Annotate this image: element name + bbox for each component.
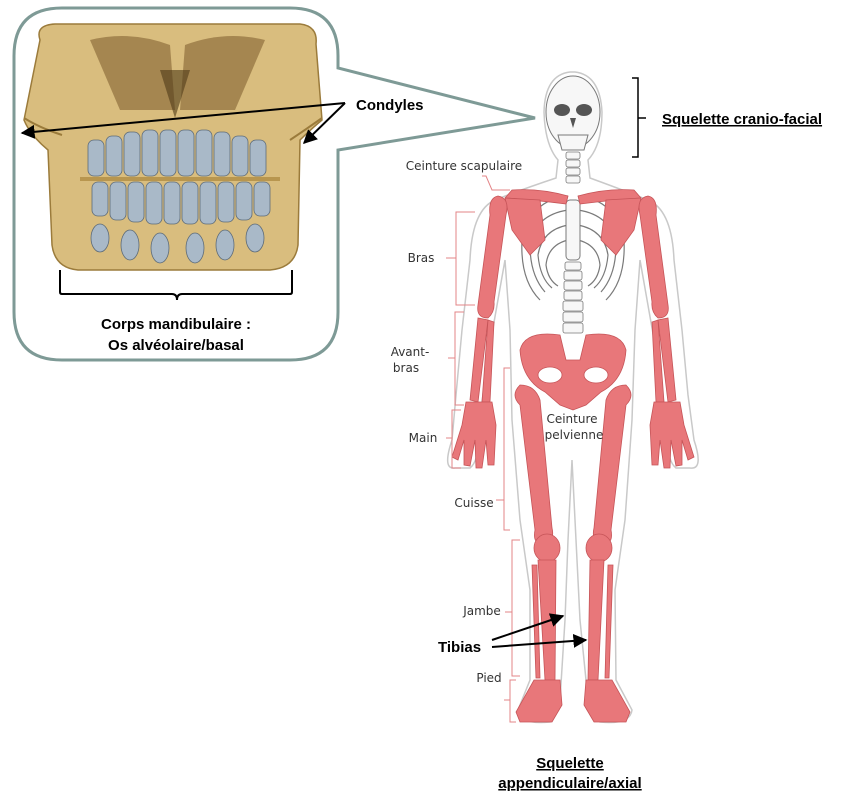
label-ceinture-pelvienne-2: pelvienne <box>545 428 604 442</box>
label-ceinture-pelvienne-1: Ceinture <box>546 412 597 426</box>
label-ceinture-scapulaire: Ceinture scapulaire <box>406 159 522 173</box>
craniofacial-bracket <box>632 78 646 157</box>
label-main: Main <box>409 431 438 445</box>
skull-mandible-illustration <box>24 24 322 270</box>
mandible-label-line1: Corps mandibulaire : <box>101 316 251 333</box>
label-jambe: Jambe <box>462 604 501 618</box>
craniofacial-heading: Squelette cranio-facial <box>662 111 822 128</box>
label-cuisse: Cuisse <box>454 496 493 510</box>
mandible-label-line2: Os alvéolaire/basal <box>108 337 244 354</box>
label-avant-bras-2: bras <box>393 361 419 375</box>
label-avant-bras-1: Avant- <box>391 345 430 359</box>
label-tibias: Tibias <box>438 639 481 656</box>
label-bras: Bras <box>408 251 435 265</box>
appendicular-heading-line2: appendiculaire/axial <box>498 775 641 792</box>
condyles-label: Condyles <box>356 97 424 114</box>
label-pied: Pied <box>476 671 501 685</box>
appendicular-heading-line1: Squelette <box>536 755 604 772</box>
